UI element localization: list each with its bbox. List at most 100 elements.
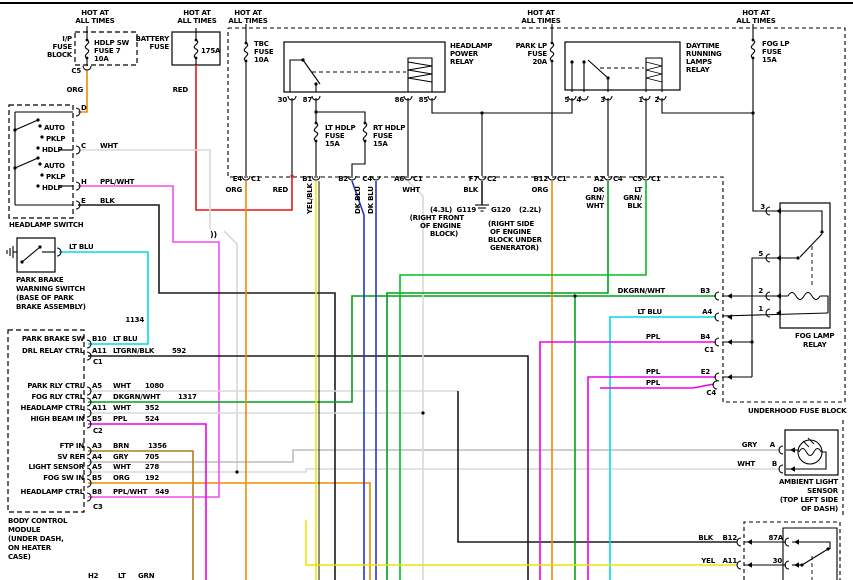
- junction-dot: [606, 76, 610, 80]
- label: WARNING SWITCH: [16, 285, 85, 293]
- label: FUSE: [528, 50, 548, 58]
- wire-ppl-c4: [600, 383, 715, 389]
- terminal-bracket: [311, 175, 321, 181]
- label: C1: [704, 346, 714, 354]
- wire-wht-switch-c: [78, 149, 211, 229]
- terminal-bracket: [86, 339, 92, 349]
- label: LIGHT SENSOR: [28, 463, 84, 471]
- label: E: [81, 197, 86, 205]
- label: 524: [145, 415, 159, 423]
- wire-blk-switch-e: [78, 204, 336, 580]
- junction-dot: [290, 174, 294, 178]
- label: 549: [155, 488, 169, 496]
- terminal-bracket: [403, 175, 413, 181]
- fuse-terminal-dot: [194, 56, 198, 60]
- wire: [351, 141, 366, 176]
- label: BLK: [100, 197, 115, 205]
- sensor-circle: [797, 439, 823, 465]
- wire-dkgrnwht-1317: [88, 295, 716, 403]
- wire-org-192: [88, 482, 371, 580]
- fuse-terminal-dot: [194, 38, 198, 42]
- terminal-bracket: [347, 175, 357, 181]
- label: PARK RLY CTRL: [27, 382, 84, 390]
- label: A5: [92, 382, 102, 390]
- label: BLOCK): [430, 230, 458, 238]
- label: ON HEATER: [8, 544, 52, 552]
- label: 15A: [762, 56, 777, 64]
- label: 4: [576, 96, 581, 104]
- label: WHT: [113, 463, 131, 471]
- label: C2: [93, 427, 103, 435]
- wire: [14, 119, 39, 131]
- terminal-bracket: [86, 419, 92, 429]
- label: 705: [145, 453, 159, 461]
- label: B2: [338, 175, 348, 183]
- junction-dot: [582, 60, 586, 64]
- label: BODY CONTROL: [8, 517, 68, 525]
- wire: [786, 451, 827, 470]
- label: PPL: [646, 379, 661, 387]
- wire-org-hdlpsw: [78, 70, 88, 113]
- label: OF ENGINE: [420, 222, 461, 230]
- label: 3: [760, 203, 765, 211]
- terminal-bracket: [579, 95, 589, 101]
- label: 1: [758, 305, 763, 313]
- label: B: [772, 460, 777, 468]
- fog-lamp-relay-box: [779, 202, 831, 329]
- label: B12: [723, 534, 738, 542]
- junction-dot: [750, 340, 754, 344]
- label: FTP IN: [60, 442, 85, 450]
- label: B12: [534, 175, 549, 183]
- label: 10A: [94, 55, 109, 63]
- label: 278: [145, 463, 159, 471]
- label: BLOCK: [47, 51, 73, 59]
- wire-ppl-524: [88, 423, 207, 580]
- terminal-bracket: [86, 386, 92, 396]
- label: HOT AT: [234, 9, 262, 17]
- label: HEADLAMP: [450, 42, 492, 50]
- arrowhead: [776, 208, 781, 214]
- label: B1: [302, 175, 312, 183]
- fuse-symbol: [193, 39, 199, 59]
- arrowhead: [776, 310, 781, 316]
- label: UNDERHOOD FUSE BLOCK: [748, 407, 847, 415]
- label: B10: [92, 335, 107, 343]
- ambient-light-sensor-box: [784, 429, 839, 476]
- terminal-bracket: [567, 95, 577, 101]
- terminal-bracket: [86, 457, 92, 467]
- fuse-symbol: [243, 42, 249, 62]
- label: WHT: [113, 382, 131, 390]
- label: FUSE: [150, 43, 170, 51]
- bottom-right-block-outline: [743, 521, 841, 580]
- label: A6: [394, 175, 404, 183]
- junction-dot: [480, 111, 484, 115]
- label: FUSE 7: [94, 47, 121, 55]
- label: B8: [92, 488, 102, 496]
- label: A: [770, 441, 776, 449]
- label: 20A: [532, 58, 547, 66]
- wire-ltgrnblk-592: [88, 355, 529, 580]
- label: 5: [564, 96, 569, 104]
- arrowhead: [794, 562, 799, 568]
- label: LT: [634, 186, 642, 194]
- label: AUTO: [44, 124, 65, 132]
- junction-dot: [13, 128, 17, 132]
- label: ORG: [226, 186, 243, 194]
- junction-dot: [36, 118, 40, 122]
- terminal-bracket: [714, 372, 720, 382]
- label: PPL/WHT: [113, 488, 148, 496]
- terminal-bracket: [75, 107, 81, 117]
- label: LT BLU: [637, 308, 662, 316]
- wire-ppl-e2: [587, 376, 716, 580]
- label: PPL: [646, 333, 661, 341]
- label: 3: [600, 96, 605, 104]
- label: OF ENGINE: [490, 228, 531, 236]
- label: RT HDLP: [373, 124, 405, 132]
- terminal-bracket: [287, 95, 297, 101]
- arrowhead: [727, 339, 732, 345]
- junction-dot: [796, 256, 800, 260]
- headlamp-switch-box: [8, 104, 74, 219]
- label: ORG: [67, 86, 84, 94]
- junction-dot: [573, 294, 577, 298]
- label: 10A: [254, 56, 269, 64]
